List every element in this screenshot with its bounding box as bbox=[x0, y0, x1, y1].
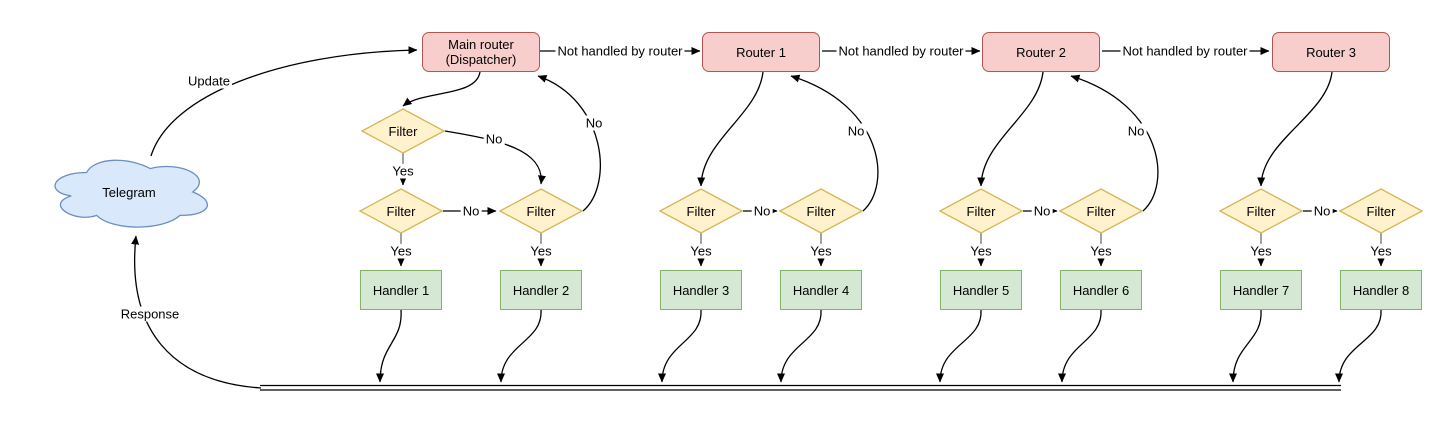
label-no-pair-4: No bbox=[1311, 203, 1333, 219]
label-not-handled-1: Not handled by router bbox=[555, 43, 685, 59]
node-label: Handler 4 bbox=[792, 282, 850, 298]
label-yes-7: Yes bbox=[1248, 243, 1274, 259]
node-filter-4a: Filter bbox=[1219, 188, 1303, 234]
node-label: Router 1 bbox=[736, 44, 786, 60]
label-yes-2: Yes bbox=[528, 243, 554, 259]
edge-router2-to-filter bbox=[977, 71, 1044, 187]
node-filter-3a: Filter bbox=[939, 188, 1023, 234]
node-label: Handler 5 bbox=[952, 282, 1010, 298]
node-label: Filter bbox=[386, 203, 416, 219]
node-label: Handler 1 bbox=[372, 282, 430, 298]
edge-handler8-bus bbox=[1335, 309, 1382, 383]
node-label: Router 2 bbox=[1016, 44, 1066, 60]
node-label: Main router (Dispatcher) bbox=[445, 37, 517, 67]
node-label: Filter bbox=[1246, 203, 1276, 219]
edge-handler2-bus bbox=[497, 309, 542, 383]
edge-router3-to-filter bbox=[1257, 71, 1333, 187]
edge-router1-to-filter bbox=[697, 71, 764, 187]
cloud-label: Telegram bbox=[102, 184, 156, 200]
node-handler-3: Handler 3 bbox=[660, 270, 742, 310]
node-label: Router 3 bbox=[1306, 44, 1356, 60]
node-filter-4b: Filter bbox=[1339, 188, 1423, 234]
label-no-pair-1: No bbox=[460, 203, 482, 219]
node-main-router: Main router (Dispatcher) bbox=[422, 32, 540, 72]
label-no-pair-3: No bbox=[1031, 203, 1053, 219]
telegram-cloud: Telegram bbox=[44, 153, 214, 231]
node-label: Filter bbox=[1086, 203, 1116, 219]
label-not-handled-3: Not handled by router bbox=[1120, 43, 1250, 59]
node-label: Handler 2 bbox=[512, 282, 570, 298]
node-label: Handler 6 bbox=[1072, 282, 1130, 298]
edge-update bbox=[150, 46, 418, 157]
node-label: Filter bbox=[966, 203, 996, 219]
node-filter-2a: Filter bbox=[659, 188, 743, 234]
node-handler-4: Handler 4 bbox=[780, 270, 862, 310]
node-label: Filter bbox=[526, 203, 556, 219]
node-label: Handler 8 bbox=[1352, 282, 1410, 298]
edge-handler5-bus bbox=[936, 309, 982, 383]
label-no-back-1: No bbox=[583, 115, 605, 131]
node-handler-7: Handler 7 bbox=[1220, 270, 1302, 310]
label-yes-3: Yes bbox=[688, 243, 714, 259]
label-no-back-2: No bbox=[845, 123, 867, 139]
node-label: Handler 7 bbox=[1232, 282, 1290, 298]
node-handler-5: Handler 5 bbox=[940, 270, 1022, 310]
label-no-pair-2: No bbox=[751, 203, 773, 219]
label-yes-top: Yes bbox=[390, 163, 416, 179]
edge-handler6-bus bbox=[1058, 309, 1102, 383]
node-label: Filter bbox=[686, 203, 716, 219]
node-label: Filter bbox=[1366, 203, 1396, 219]
node-handler-8: Handler 8 bbox=[1340, 270, 1422, 310]
node-handler-2: Handler 2 bbox=[500, 270, 582, 310]
edge-handler4-bus bbox=[777, 309, 822, 383]
label-yes-6: Yes bbox=[1088, 243, 1114, 259]
edge-handler3-bus bbox=[658, 309, 702, 383]
node-filter-1b: Filter bbox=[499, 188, 583, 234]
label-no-back-3: No bbox=[1125, 123, 1147, 139]
edge-no-back-router2 bbox=[1070, 74, 1159, 212]
edge-no-back-router1 bbox=[790, 74, 879, 212]
node-filter-3b: Filter bbox=[1059, 188, 1143, 234]
edge-filter-top-no bbox=[444, 130, 546, 185]
node-handler-6: Handler 6 bbox=[1060, 270, 1142, 310]
node-label: Filter bbox=[806, 203, 836, 219]
cloud-shape bbox=[54, 159, 208, 228]
node-router-2: Router 2 bbox=[982, 32, 1100, 72]
node-handler-1: Handler 1 bbox=[360, 270, 442, 310]
label-yes-1: Yes bbox=[388, 243, 414, 259]
label-response: Response bbox=[118, 306, 182, 322]
label-no-top: No bbox=[483, 131, 505, 147]
edge-dispatcher-to-filter bbox=[402, 71, 481, 107]
edge-response bbox=[131, 235, 262, 389]
label-not-handled-2: Not handled by router bbox=[836, 43, 966, 59]
edge-handler1-bus bbox=[376, 309, 402, 383]
node-router-3: Router 3 bbox=[1272, 32, 1390, 72]
node-filter-dispatcher-top: Filter bbox=[361, 108, 445, 154]
node-filter-1a: Filter bbox=[359, 188, 443, 234]
label-update: Update bbox=[186, 73, 232, 89]
node-filter-2b: Filter bbox=[779, 188, 863, 234]
label-yes-4: Yes bbox=[808, 243, 834, 259]
label-yes-8: Yes bbox=[1368, 243, 1394, 259]
node-label: Handler 3 bbox=[672, 282, 730, 298]
node-label: Filter bbox=[388, 123, 418, 139]
edge-no-back-dispatcher bbox=[537, 75, 601, 212]
edge-handler7-bus bbox=[1229, 309, 1262, 383]
label-yes-5: Yes bbox=[968, 243, 994, 259]
node-router-1: Router 1 bbox=[702, 32, 820, 72]
